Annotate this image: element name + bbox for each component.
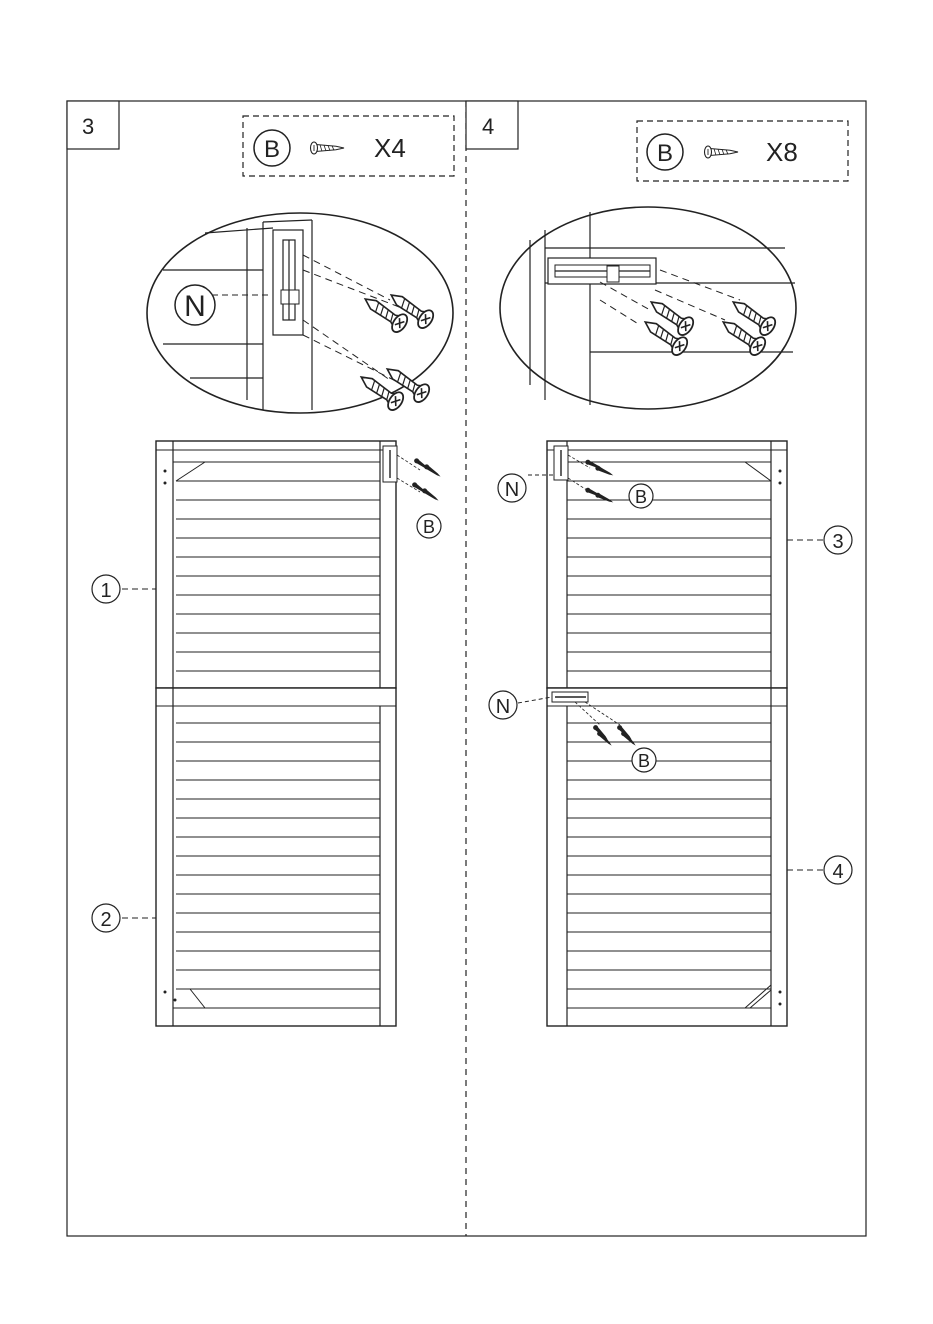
door-panel-4: N B — [489, 688, 787, 1026]
detail-zoom — [500, 207, 796, 409]
svg-text:4: 4 — [832, 861, 843, 883]
detail-zoom: N — [147, 213, 453, 413]
quantity: X4 — [374, 133, 406, 163]
callout-n: N — [496, 696, 510, 718]
svg-text:1: 1 — [100, 580, 111, 602]
door-panel-2 — [156, 688, 396, 1026]
step-4: 4 B X8 — [466, 101, 852, 1026]
callout-n: N — [505, 479, 519, 501]
step-number: 3 — [82, 114, 94, 139]
svg-text:2: 2 — [100, 909, 111, 931]
callout-n: N — [184, 290, 206, 323]
callout-b: B — [423, 517, 435, 537]
callout-b: B — [638, 751, 650, 771]
part-letter: B — [264, 136, 280, 163]
door-panel-1: B — [156, 441, 442, 697]
door-panel-3: N B — [498, 441, 787, 699]
step-number: 4 — [482, 114, 494, 139]
svg-text:3: 3 — [832, 531, 843, 553]
screw-icon — [311, 142, 345, 154]
panel-label-2: 2 — [92, 904, 156, 932]
panel-label-1: 1 — [92, 575, 156, 603]
step-3: 3 B X4 — [67, 101, 454, 1026]
panel-label-4: 4 — [787, 856, 852, 884]
part-letter: B — [657, 140, 673, 167]
callout-b: B — [635, 487, 647, 507]
panel-label-3: 3 — [787, 526, 852, 554]
quantity: X8 — [766, 137, 798, 167]
parts-box: B X4 — [243, 116, 454, 176]
parts-box: B X8 — [637, 121, 848, 181]
screw-icon — [705, 146, 739, 158]
